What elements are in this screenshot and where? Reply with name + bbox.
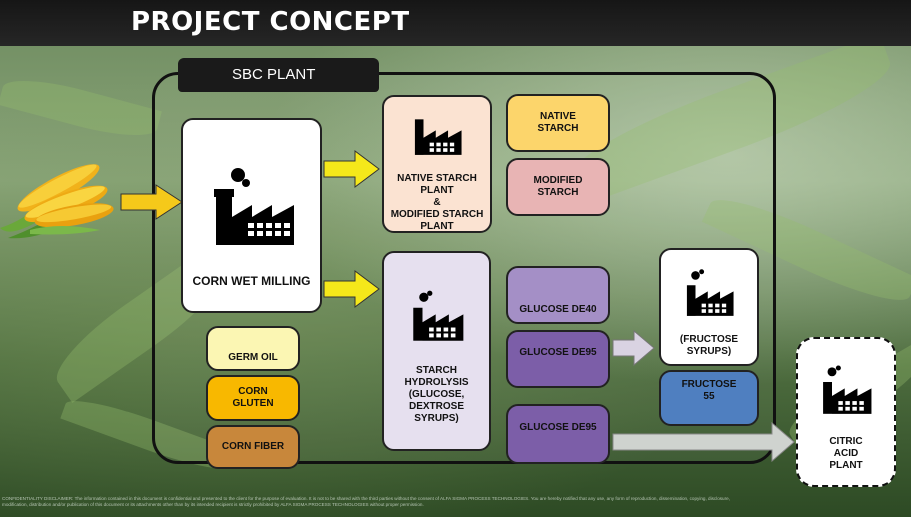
corn-fiber-box: CORN FIBER	[206, 425, 300, 469]
arrow-corn-to-milling	[120, 184, 183, 220]
fructose-syrups-label: (FRUCTOSE SYRUPS)	[679, 334, 739, 357]
factory-icon	[408, 277, 466, 353]
factory-icon	[682, 256, 736, 328]
native-starch-plant-box: NATIVE STARCH PLANT & MODIFIED STARCH PL…	[382, 95, 492, 233]
fructose-55-box: FRUCTOSE 55	[659, 370, 759, 426]
arrow-glucose-to-fructose	[612, 330, 655, 366]
corn-fiber-label: CORN FIBER	[221, 441, 285, 452]
citric-acid-plant-box: CITRIC ACID PLANT	[796, 337, 896, 487]
native-starch-box: NATIVE STARCH	[506, 94, 610, 152]
glucose-de40-box: GLUCOSE DE40	[506, 266, 610, 324]
glucose-de95-label-2: GLUCOSE DE95	[519, 422, 597, 433]
factory-icon	[818, 352, 874, 426]
corn-gluten-label: CORN GLUTEN	[232, 386, 274, 409]
sbc-plant-label: SBC PLANT	[232, 66, 316, 83]
page-title: PROJECT CONCEPT	[131, 7, 410, 37]
disclaimer-line-1: CONFIDENTIALITY DISCLAIMER: The informat…	[2, 496, 730, 501]
arrow-milling-to-native-starch	[323, 150, 380, 188]
modified-starch-box: MODIFIED STARCH	[506, 158, 610, 216]
factory-icon	[208, 155, 296, 257]
starch-hydrolysis-box: STARCH HYDROLYSIS (GLUCOSE, DEXTROSE SYR…	[382, 251, 491, 451]
factory-icon	[410, 95, 464, 167]
sbc-plant-tab: SBC PLANT	[178, 58, 379, 92]
corn-cobs-image	[0, 150, 118, 245]
modified-starch-label: MODIFIED STARCH	[533, 175, 583, 198]
arrow-glucose-to-citric-acid	[612, 422, 795, 462]
glucose-de95-box-1: GLUCOSE DE95	[506, 330, 610, 388]
header-bar: PROJECT CONCEPT	[0, 0, 911, 46]
germ-oil-label: GERM OIL	[228, 351, 278, 363]
arrow-milling-to-hydrolysis	[323, 270, 380, 308]
native-starch-label: NATIVE STARCH	[537, 111, 579, 134]
germ-oil-box: GERM OIL	[206, 326, 300, 371]
native-starch-plant-label: NATIVE STARCH PLANT & MODIFIED STARCH PL…	[390, 173, 484, 232]
citric-acid-plant-label: CITRIC ACID PLANT	[829, 436, 863, 471]
glucose-de40-label: GLUCOSE DE40	[519, 304, 597, 315]
corn-wet-milling-box: CORN WET MILLING	[181, 118, 322, 313]
corn-gluten-box: CORN GLUTEN	[206, 375, 300, 421]
glucose-de95-box-2: GLUCOSE DE95	[506, 404, 610, 464]
disclaimer-line-2: modification, distribution and/or public…	[2, 502, 424, 507]
confidentiality-disclaimer: CONFIDENTIALITY DISCLAIMER: The informat…	[2, 496, 910, 514]
corn-wet-milling-label: CORN WET MILLING	[192, 273, 311, 288]
glucose-de95-label-1: GLUCOSE DE95	[519, 347, 597, 358]
fructose-syrups-box: (FRUCTOSE SYRUPS)	[659, 248, 759, 366]
starch-hydrolysis-label: STARCH HYDROLYSIS (GLUCOSE, DEXTROSE SYR…	[404, 365, 469, 424]
fructose-55-label: FRUCTOSE 55	[681, 379, 737, 402]
